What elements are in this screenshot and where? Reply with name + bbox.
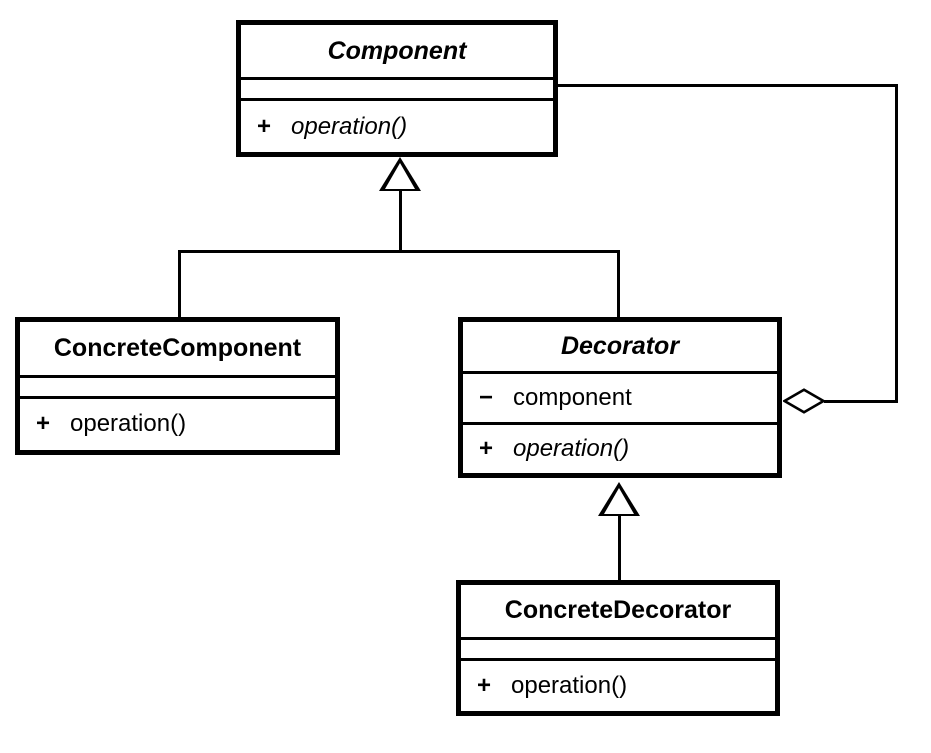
- concrete-decorator-attributes-compartment: [461, 636, 775, 658]
- concrete-decorator-operations-compartment: + operation(): [461, 657, 775, 711]
- component-operation-signature: operation(): [291, 112, 408, 140]
- component-name-compartment: Component: [241, 25, 553, 77]
- concrete-component-operations-compartment: + operation(): [20, 395, 335, 450]
- decorator-operation-row: + operation(): [463, 435, 629, 463]
- component-operations-compartment: + operation(): [241, 98, 553, 152]
- aggregation-diamond-icon: [783, 388, 825, 414]
- aggregation-diamond-shape: [783, 388, 825, 414]
- concrete-component-attributes-compartment: [20, 374, 335, 396]
- concrete-component-operation-signature: operation(): [70, 410, 187, 438]
- decorator-attribute-signature: component: [513, 384, 632, 411]
- generalization-stem-to-component: [399, 189, 402, 253]
- concrete-decorator-operation-row: + operation(): [461, 672, 627, 700]
- concrete-decorator-name-compartment: ConcreteDecorator: [461, 585, 775, 637]
- component-class-name: Component: [327, 36, 467, 65]
- decorator-name-compartment: Decorator: [463, 322, 777, 371]
- component-attributes-compartment: [241, 77, 553, 98]
- concrete-component-operation-row: + operation(): [20, 410, 186, 438]
- concrete-component-operation-visibility: +: [36, 410, 51, 438]
- class-box-component[interactable]: Component + operation(): [236, 20, 558, 157]
- generalization-junction-bar: [178, 250, 620, 253]
- generalization-branch-decorator: [617, 250, 620, 319]
- decorator-attributes-compartment: − component: [463, 371, 777, 422]
- component-operation-row: + operation(): [241, 113, 407, 141]
- decorator-attribute-row: − component: [463, 384, 632, 412]
- decorator-class-name: Decorator: [560, 332, 680, 360]
- decorator-operation-signature: operation(): [513, 435, 630, 462]
- concrete-decorator-operation-visibility: +: [477, 671, 492, 699]
- component-operation-visibility: +: [257, 112, 272, 140]
- concrete-component-class-name: ConcreteComponent: [53, 333, 302, 362]
- decorator-operation-visibility: +: [479, 435, 494, 462]
- aggregation-edge-right: [895, 84, 898, 403]
- generalization-stem-concrete-decorator: [618, 514, 621, 581]
- aggregation-edge-bottom: [824, 400, 898, 403]
- decorator-attribute-visibility: −: [479, 384, 494, 411]
- decorator-operations-compartment: + operation(): [463, 422, 777, 473]
- concrete-component-name-compartment: ConcreteComponent: [20, 322, 335, 375]
- class-box-concrete-decorator[interactable]: ConcreteDecorator + operation(): [456, 580, 780, 716]
- aggregation-edge-top: [556, 84, 898, 87]
- class-box-concrete-component[interactable]: ConcreteComponent + operation(): [15, 317, 340, 455]
- generalization-branch-concrete-component: [178, 250, 181, 319]
- class-box-decorator[interactable]: Decorator − component + operation(): [458, 317, 782, 478]
- concrete-decorator-operation-signature: operation(): [511, 671, 628, 699]
- concrete-decorator-class-name: ConcreteDecorator: [504, 596, 732, 625]
